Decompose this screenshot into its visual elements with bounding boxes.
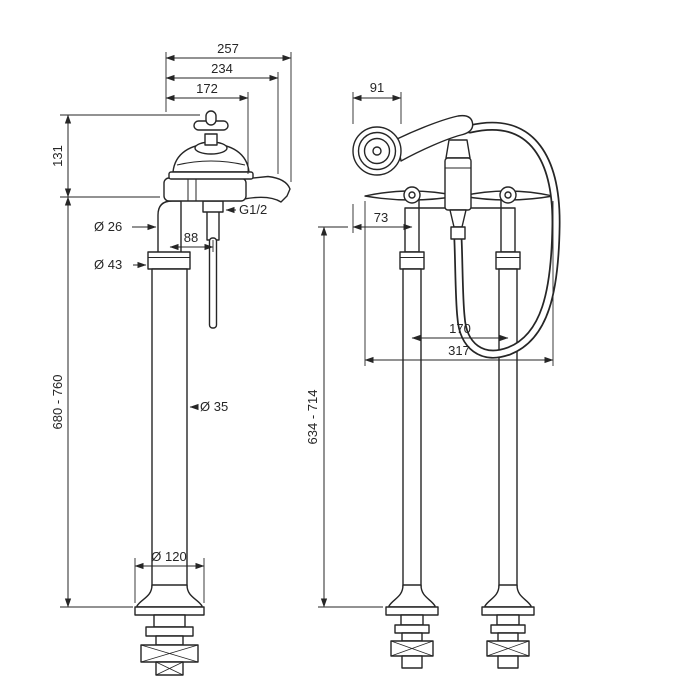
dimension-lines bbox=[64, 54, 292, 608]
left-upper-pipe bbox=[404, 207, 420, 253]
valve-body bbox=[163, 177, 247, 202]
dim-label-thread-g12: G1/2 bbox=[239, 202, 267, 217]
right-lever-handle bbox=[461, 186, 554, 204]
floor-mounting-hardware bbox=[140, 614, 199, 676]
left-standpipe bbox=[402, 268, 422, 588]
hand-shower bbox=[352, 114, 474, 176]
left-base-flange bbox=[385, 584, 439, 616]
right-standpipe bbox=[498, 268, 518, 588]
dim-label-257: 257 bbox=[217, 41, 239, 56]
hose-connection-rod bbox=[202, 200, 224, 329]
standpipe bbox=[151, 268, 188, 588]
dim-label-680-760: 680 - 760 bbox=[50, 375, 65, 430]
dim-label-dia26: Ø 26 bbox=[94, 219, 122, 234]
right-base-flange bbox=[481, 584, 535, 616]
front-view-dimensions: 91 73 634 - 714 170 317 bbox=[305, 80, 554, 608]
left-pipe-collar bbox=[399, 251, 425, 270]
center-body bbox=[444, 139, 472, 228]
side-view-dimensions: 257 234 172 131 Ø 26 88 Ø 43 G1/2 680 - … bbox=[50, 41, 292, 608]
dim-label-131: 131 bbox=[50, 145, 65, 167]
right-upper-pipe bbox=[500, 207, 516, 253]
upper-riser-pipe bbox=[157, 200, 182, 255]
hose-outlet-nut bbox=[450, 226, 466, 240]
dimension-lines bbox=[320, 94, 554, 608]
cross-handle bbox=[193, 110, 229, 155]
dim-label-634-714: 634 - 714 bbox=[305, 390, 320, 445]
base-flange bbox=[134, 584, 205, 616]
dim-label-dia43: Ø 43 bbox=[94, 257, 122, 272]
dim-label-dia35: Ø 35 bbox=[200, 399, 228, 414]
dim-label-91: 91 bbox=[370, 80, 384, 95]
dim-label-dia120: Ø 120 bbox=[151, 549, 186, 564]
shower-hose bbox=[453, 121, 561, 359]
right-floor-mounting-hardware bbox=[486, 614, 530, 669]
dim-label-88: 88 bbox=[184, 230, 198, 245]
left-floor-mounting-hardware bbox=[390, 614, 434, 669]
dim-label-234: 234 bbox=[211, 61, 233, 76]
dim-label-172: 172 bbox=[196, 81, 218, 96]
side-view-fixture bbox=[134, 110, 291, 676]
dim-label-73: 73 bbox=[374, 210, 388, 225]
pipe-collar bbox=[147, 251, 191, 270]
right-pipe-collar bbox=[495, 251, 521, 270]
tub-spout bbox=[243, 175, 291, 203]
hand-shower-handle bbox=[396, 114, 474, 162]
dim-label-317: 317 bbox=[448, 343, 470, 358]
dim-label-170: 170 bbox=[449, 321, 471, 336]
front-view-fixture bbox=[352, 114, 561, 669]
